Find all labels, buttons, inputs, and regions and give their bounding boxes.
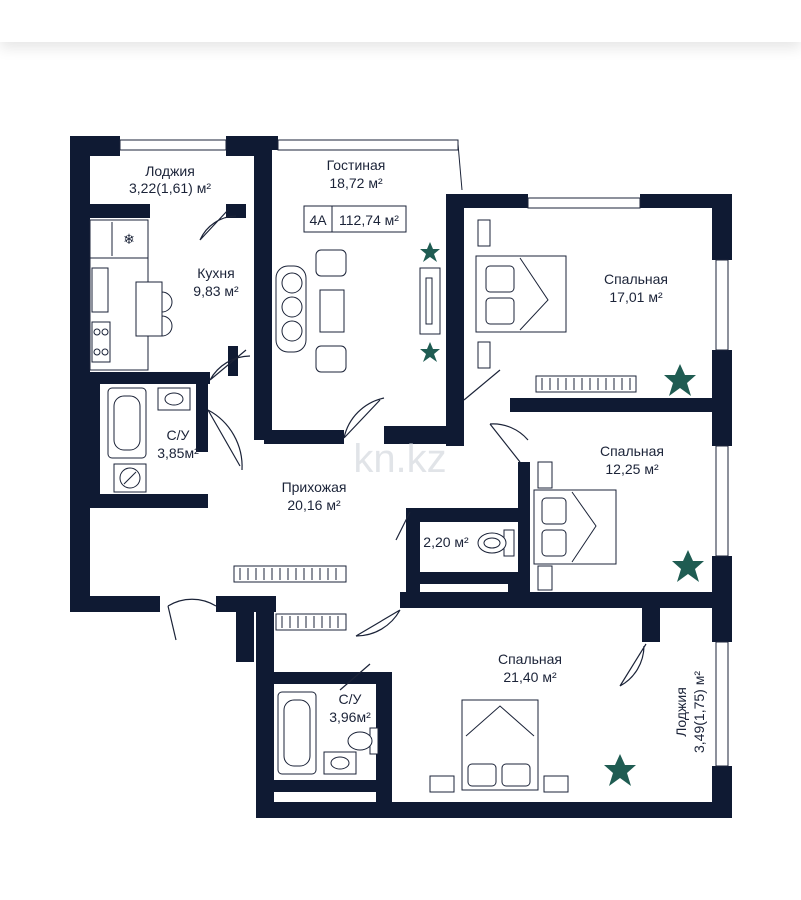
radiators — [233, 565, 347, 631]
bedroom2-furniture — [533, 461, 617, 591]
living-furniture — [275, 205, 441, 373]
wc-fixtures — [477, 529, 515, 557]
bath1-name: С/У — [167, 427, 190, 443]
walls — [70, 136, 732, 818]
living-name: Гостиная — [327, 157, 386, 173]
bath2-area: 3,96м² — [329, 709, 371, 725]
wc-area: 2,20 м² — [423, 534, 469, 550]
loggia-right-area: 3,49(1,75) м² — [691, 671, 707, 753]
loggia-right-name: Лоджия — [673, 687, 689, 737]
bedroom2-area: 12,25 м² — [605, 461, 659, 477]
bedroom3-area: 21,40 м² — [503, 669, 557, 685]
hall-area: 20,16 м² — [287, 497, 341, 513]
loggia-top-area: 3,22(1,61) м² — [129, 180, 211, 196]
bedroom1-furniture — [475, 219, 637, 393]
loggia-top-name: Лоджия — [145, 163, 195, 179]
hall-name: Прихожая — [282, 479, 347, 495]
kitchen-area: 9,83 м² — [193, 283, 239, 299]
total-area: 112,74 м² — [339, 212, 399, 228]
bedroom1-name: Спальная — [604, 271, 668, 287]
top-bar — [0, 0, 801, 42]
plants — [420, 242, 704, 786]
doors — [167, 209, 647, 691]
bedroom1-area: 17,01 м² — [609, 289, 663, 305]
living-area: 18,72 м² — [329, 175, 383, 191]
kitchen-name: Кухня — [197, 265, 234, 281]
room-labels: Лоджия 3,22(1,61) м² Гостиная 18,72 м² 4… — [129, 157, 707, 753]
bedroom2-name: Спальная — [600, 443, 664, 459]
bedroom3-name: Спальная — [498, 651, 562, 667]
bedroom3-furniture — [429, 699, 569, 793]
bath2-name: С/У — [339, 691, 362, 707]
bath1-fixtures — [107, 387, 191, 493]
bath1-area: 3,85м² — [157, 445, 199, 461]
svg-text:❄: ❄ — [123, 232, 135, 248]
unit-code: 4A — [309, 212, 327, 228]
bath2-fixtures — [277, 691, 379, 775]
watermark: kn.kz — [353, 437, 446, 481]
kitchen-furniture: ❄ — [89, 219, 173, 371]
windows — [119, 139, 729, 767]
